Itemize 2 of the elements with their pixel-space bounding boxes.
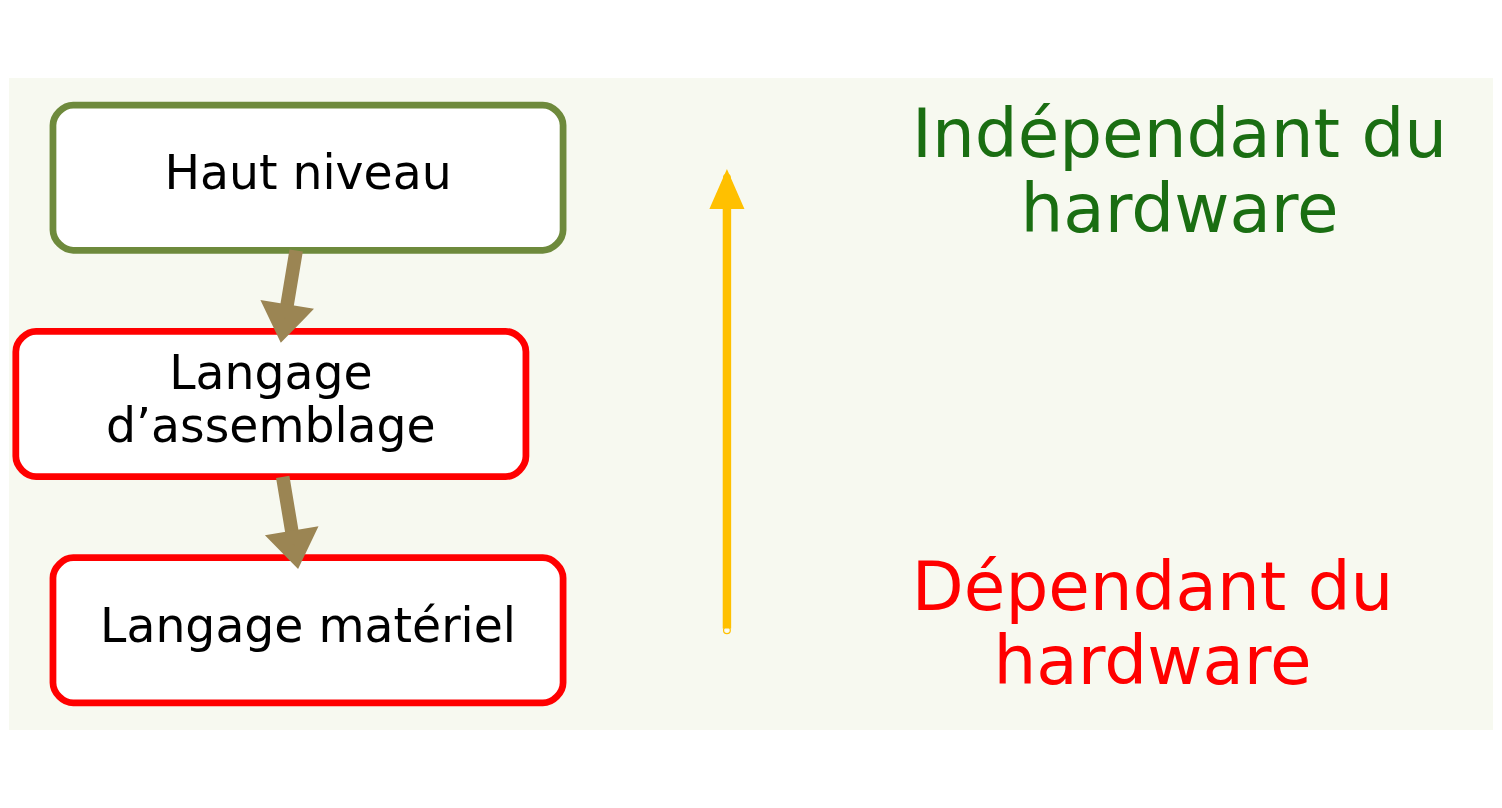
label: Dépendant du hardware <box>911 547 1394 701</box>
label: Indépendant du hardware <box>912 94 1448 248</box>
